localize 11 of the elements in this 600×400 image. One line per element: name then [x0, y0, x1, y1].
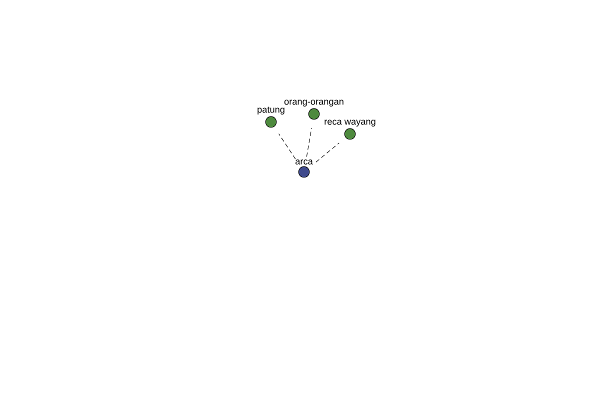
- point-marker: [265, 116, 277, 128]
- point-marker: [308, 108, 320, 120]
- point-marker: [298, 166, 310, 178]
- dashed-connector: [316, 142, 340, 162]
- dashed-connector: [278, 133, 296, 160]
- node-label: reca wayang: [324, 120, 376, 127]
- node-label: arca: [296, 160, 313, 165]
- dashed-connector: [306, 128, 312, 157]
- node-label: patung: [258, 106, 284, 115]
- node-label: orang-orangan: [284, 100, 344, 107]
- point-marker: [344, 128, 356, 140]
